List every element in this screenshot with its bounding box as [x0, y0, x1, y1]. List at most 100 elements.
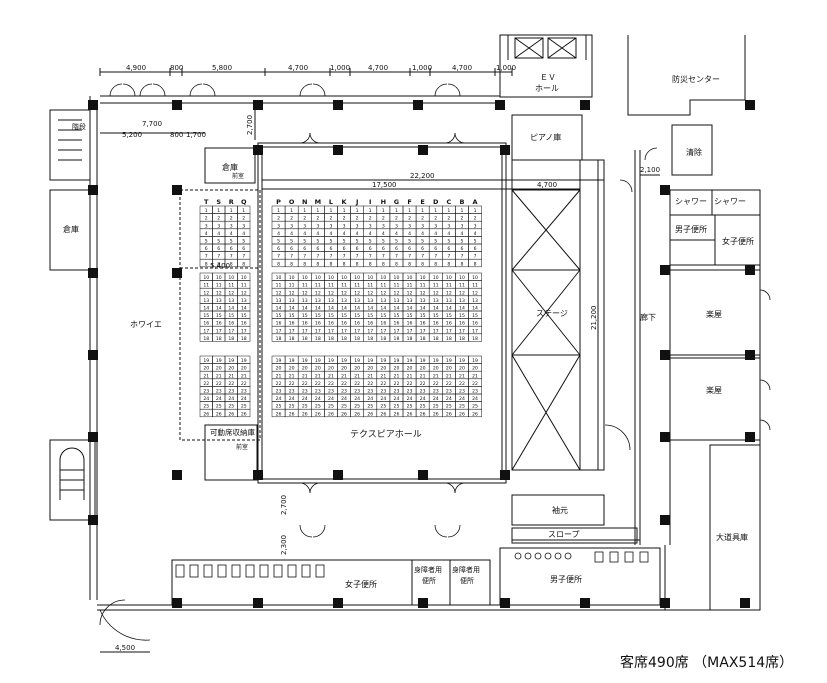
- seat-number: 16: [394, 321, 400, 327]
- seat-number: 20: [459, 366, 465, 372]
- seat-number: 23: [328, 389, 334, 395]
- dim-top-4: 1,000: [330, 64, 350, 72]
- seat-number: 26: [276, 411, 282, 417]
- seat-number: 15: [354, 313, 360, 319]
- seat-number: 14: [459, 306, 465, 312]
- seat-number: 13: [228, 298, 234, 304]
- seat-number: 4: [474, 231, 477, 237]
- seat-number: 15: [241, 313, 247, 319]
- seat-number: 19: [341, 358, 347, 364]
- seat-number: 7: [277, 254, 280, 260]
- seat-column-label: A: [473, 198, 478, 206]
- seat-number: 21: [203, 373, 209, 379]
- seat-number: 4: [242, 231, 245, 237]
- room-storage-top: 倉庫: [222, 162, 238, 172]
- room-cleaning: 清除: [686, 147, 702, 157]
- seat-number: 5: [447, 239, 450, 245]
- seat-number: 14: [241, 306, 247, 312]
- seat-number: 22: [354, 381, 360, 387]
- seat-number: 13: [367, 298, 373, 304]
- seat-number: 18: [459, 336, 465, 342]
- seat-number: 18: [228, 336, 234, 342]
- seat-number: 22: [459, 381, 465, 387]
- seat-number: 24: [289, 396, 295, 402]
- seat-number: 19: [315, 358, 321, 364]
- seat-number: 8: [474, 261, 477, 267]
- seat-number: 25: [472, 404, 478, 410]
- seat-number: 6: [421, 246, 424, 252]
- seat-number: 1: [277, 208, 280, 214]
- seat-number: 19: [459, 358, 465, 364]
- seat-number: 13: [380, 298, 386, 304]
- seat-number: 23: [276, 389, 282, 395]
- seat-number: 20: [241, 366, 247, 372]
- seat-number: 21: [328, 373, 334, 379]
- room-disaster-center: 防災センター: [672, 74, 720, 84]
- seat-number: 1: [460, 208, 463, 214]
- dim-top-0: 4,900: [126, 64, 146, 72]
- seat-number: 26: [315, 411, 321, 417]
- seat-number: 23: [289, 389, 295, 395]
- seat-number: 5: [421, 239, 424, 245]
- seat-number: 5: [329, 239, 332, 245]
- seat-number: 10: [241, 275, 247, 281]
- seat-number: 26: [367, 411, 373, 417]
- seat-number: 17: [302, 328, 308, 334]
- seat-number: 7: [329, 254, 332, 260]
- seat-number: 1: [230, 208, 233, 214]
- dim-top-5: 4,700: [368, 64, 388, 72]
- seat-number: 2: [205, 216, 208, 222]
- seat-number: 6: [369, 246, 372, 252]
- seat-number: 23: [315, 389, 321, 395]
- seat-number: 2: [447, 216, 450, 222]
- seat-number: 17: [328, 328, 334, 334]
- seat-number: 19: [241, 358, 247, 364]
- seat-number: 4: [303, 231, 306, 237]
- seat-number: 5: [382, 239, 385, 245]
- seat-number: 26: [289, 411, 295, 417]
- seat-number: 22: [289, 381, 295, 387]
- seat-number: 8: [447, 261, 450, 267]
- seat-number: 22: [302, 381, 308, 387]
- seat-number: 19: [394, 358, 400, 364]
- seat-number: 25: [367, 404, 373, 410]
- seat-number: 15: [446, 313, 452, 319]
- seat-number: 1: [408, 208, 411, 214]
- seat-number: 22: [228, 381, 234, 387]
- seat-number: 18: [433, 336, 439, 342]
- seat-number: 10: [367, 275, 373, 281]
- seat-number: 25: [289, 404, 295, 410]
- seat-number: 22: [407, 381, 413, 387]
- seat-number: 16: [420, 321, 426, 327]
- seat-number: 3: [290, 223, 293, 229]
- seat-number: 16: [228, 321, 234, 327]
- seat-number: 2: [343, 216, 346, 222]
- seat-number: 21: [367, 373, 373, 379]
- seat-number: 18: [472, 336, 478, 342]
- seat-number: 2: [408, 216, 411, 222]
- seat-number: 25: [380, 404, 386, 410]
- seat-number: 15: [228, 313, 234, 319]
- seat-number: 2: [382, 216, 385, 222]
- seat-number: 11: [341, 283, 347, 289]
- seat-number: 20: [433, 366, 439, 372]
- seat-number: 17: [407, 328, 413, 334]
- seat-number: 4: [343, 231, 346, 237]
- seat-number: 3: [205, 223, 208, 229]
- seat-number: 15: [276, 313, 282, 319]
- side-seat-column-label: R: [229, 198, 234, 206]
- seat-number: 23: [367, 389, 373, 395]
- seat-number: 1: [369, 208, 372, 214]
- seat-number: 17: [216, 328, 222, 334]
- seat-number: 11: [394, 283, 400, 289]
- seat-column-label: F: [407, 198, 411, 206]
- seat-number: 5: [303, 239, 306, 245]
- seat-number: 26: [420, 411, 426, 417]
- room-hall: テクスピアホール: [350, 429, 422, 440]
- seat-number: 11: [315, 283, 321, 289]
- seat-number: 20: [228, 366, 234, 372]
